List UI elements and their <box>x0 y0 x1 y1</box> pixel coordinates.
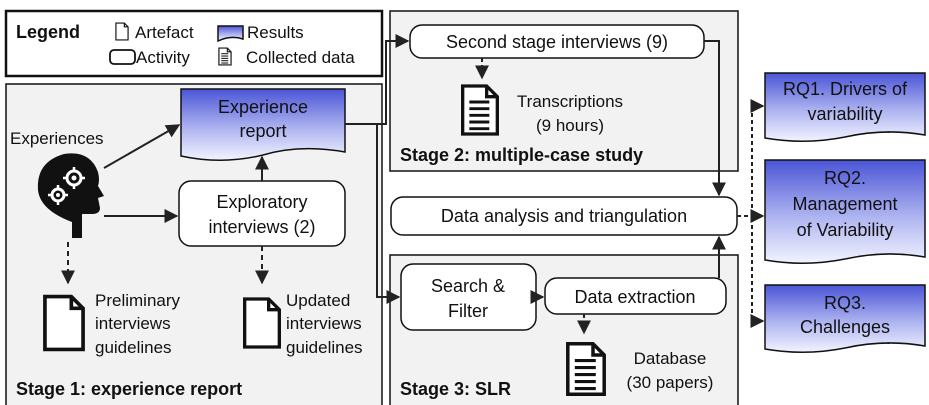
arrow-head-to-report <box>103 124 181 169</box>
search-filter-line1: Search & <box>431 276 505 296</box>
preliminary-guidelines-icon <box>42 294 86 352</box>
updated-guidelines-icon <box>242 297 282 349</box>
data-extraction-box <box>544 277 727 315</box>
database-line2: (30 papers) <box>627 373 714 392</box>
legend-activity: Activity <box>136 48 190 67</box>
exploratory-interviews-line1: Exploratory <box>216 192 307 212</box>
search-filter-line2: Filter <box>448 301 488 321</box>
rq3-line1: RQ3. <box>824 293 866 313</box>
rq2-line1: RQ2. <box>824 168 866 188</box>
rq3-box <box>764 284 926 354</box>
stage3-title: Stage 3: SLR <box>400 379 511 399</box>
arrow-interviews-to-analysis <box>704 40 726 197</box>
experience-report-box <box>180 88 346 161</box>
data-analysis-label: Data analysis and triangulation <box>441 206 687 226</box>
activity-icon <box>109 49 136 65</box>
legend-frame <box>4 9 384 78</box>
updated-guidelines-line2: interviews <box>286 314 362 333</box>
database-line1: Database <box>634 349 707 368</box>
data-extraction-label: Data extraction <box>574 287 695 307</box>
transcriptions-line1: Transcriptions <box>517 92 623 111</box>
collected-data-icon <box>218 47 232 66</box>
legend-artefact: Artefact <box>135 23 194 42</box>
transcriptions-line2: (9 hours) <box>536 116 604 135</box>
rq2-box <box>764 159 926 265</box>
database-icon <box>565 341 607 397</box>
head-gears-icon <box>37 153 104 238</box>
arrow-report-to-search <box>345 123 401 304</box>
rq1-line1: RQ1. Drivers of <box>783 79 908 99</box>
rq2-line3: of Variability <box>797 220 894 240</box>
artefact-icon <box>115 22 129 41</box>
preliminary-guidelines-line2: interviews <box>95 314 171 333</box>
stage1-title: Stage 1: experience report <box>16 379 242 399</box>
results-icon <box>217 25 244 43</box>
preliminary-guidelines-line1: Preliminary <box>95 291 181 310</box>
experience-report-line2: report <box>239 121 286 141</box>
preliminary-guidelines-line3: guidelines <box>95 338 172 357</box>
stage2-title: Stage 2: multiple-case study <box>400 145 643 165</box>
exploratory-interviews-line2: interviews (2) <box>208 217 315 237</box>
transcriptions-icon <box>460 84 500 136</box>
rq1-box <box>764 72 926 143</box>
legend-collected-data: Collected data <box>246 48 355 67</box>
updated-guidelines-line1: Updated <box>286 291 350 310</box>
experiences-label: Experiences <box>10 129 104 148</box>
legend-title: Legend <box>16 22 80 42</box>
rq3-line2: Challenges <box>800 317 890 337</box>
rq2-line2: Management <box>792 194 897 214</box>
second-stage-interviews-label: Second stage interviews (9) <box>446 32 668 52</box>
rq1-line2: variability <box>807 104 882 124</box>
updated-guidelines-line3: guidelines <box>286 338 363 357</box>
legend-results: Results <box>247 23 304 42</box>
experience-report-line1: Experience <box>218 97 308 117</box>
legend: Legend Artefact Results Activity Collect… <box>4 9 384 78</box>
